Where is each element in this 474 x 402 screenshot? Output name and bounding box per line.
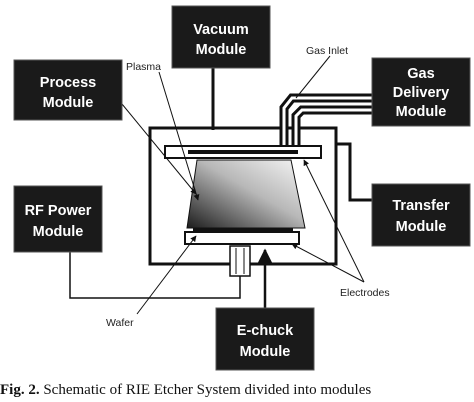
transfer-connection-line — [336, 142, 372, 202]
transfer-module: Transfer Module — [371, 183, 471, 247]
wafer — [193, 228, 293, 232]
transfer-module-label-line1: Transfer — [392, 198, 450, 214]
electrode-leader-line-bottom — [291, 243, 365, 283]
process-module: Process Module — [13, 59, 123, 121]
gas-delivery-module-label-line1: Gas — [407, 66, 434, 82]
plasma-annotation: Plasma — [126, 61, 161, 73]
gas-inlet-annotation: Gas Inlet — [306, 45, 348, 57]
gas-delivery-module-label-line2: Delivery — [393, 85, 449, 101]
transfer-module-label-line2: Module — [396, 219, 447, 235]
electrode-leader-line-top — [303, 159, 365, 283]
caption-text: Schematic of RIE Etcher System divided i… — [39, 382, 372, 398]
echuck-module-label-line2: Module — [240, 344, 291, 360]
process-leader-line — [121, 103, 197, 195]
gas-delivery-module: Gas Delivery Module — [371, 57, 471, 127]
figure-label: Fig. 2. — [0, 382, 40, 398]
vacuum-module-label-line1: Vacuum — [193, 22, 249, 38]
gas-delivery-module-label-line3: Module — [396, 104, 447, 120]
bottom-electrode — [184, 231, 300, 245]
plasma-region — [186, 159, 306, 229]
electrodes-annotation: Electrodes — [340, 287, 390, 299]
vacuum-module: Vacuum Module — [171, 5, 271, 69]
chuck-pedestal — [229, 245, 251, 277]
wafer-annotation: Wafer — [106, 317, 134, 329]
gas-inlet-leader-line — [295, 55, 331, 99]
vacuum-module-label-line2: Module — [196, 42, 247, 58]
rf-power-module-label-line2: Module — [33, 224, 84, 240]
process-module-label-line2: Module — [43, 95, 94, 111]
echuck-module-label-line1: E-chuck — [237, 323, 294, 339]
rf-power-module: RF Power Module — [13, 185, 103, 253]
figure-caption: Fig. 2. Schematic of RIE Etcher System d… — [0, 382, 474, 402]
process-module-label-line1: Process — [40, 75, 96, 91]
plasma-leader-line — [158, 71, 200, 201]
wafer-leader-line — [136, 235, 197, 315]
rf-power-module-label-line1: RF Power — [25, 203, 92, 219]
echuck-module: E-chuck Module — [215, 307, 315, 371]
